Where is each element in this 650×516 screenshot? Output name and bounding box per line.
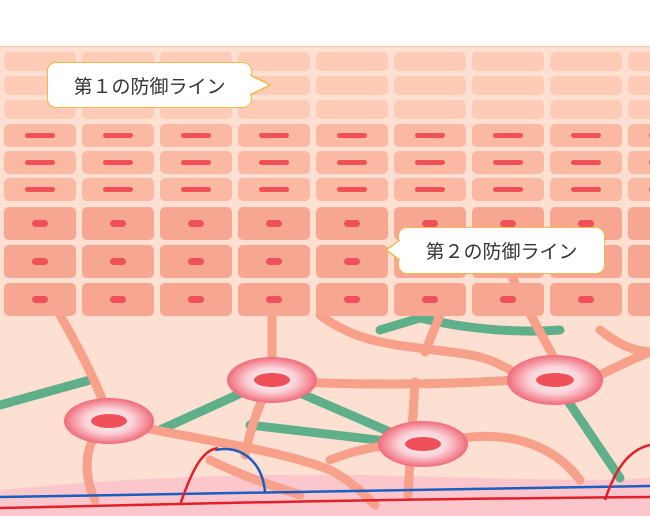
- immune-cell: [507, 355, 603, 405]
- cuboid-cell: [628, 124, 650, 147]
- immune-cell: [227, 357, 317, 403]
- flat-cell: [394, 76, 466, 95]
- cell-nucleus: [337, 133, 367, 138]
- cell-nucleus: [25, 160, 55, 165]
- cell-nucleus: [422, 220, 438, 227]
- callout-first-defense-line: 第１の防御ライン: [47, 62, 252, 108]
- cell-nucleus: [188, 296, 204, 303]
- capillaries: [0, 443, 650, 510]
- cell-nucleus: [32, 296, 48, 303]
- cell-nucleus: [181, 133, 211, 138]
- cell-nucleus: [259, 187, 289, 192]
- immune-cells: [64, 355, 603, 467]
- immune-cell: [378, 421, 468, 467]
- cell-nucleus: [110, 296, 126, 303]
- flat-cell: [394, 52, 466, 71]
- flat-cell: [238, 52, 310, 71]
- cell-nucleus: [266, 258, 282, 265]
- cuboid-cell-layer: [4, 124, 650, 201]
- capillary-blue: [0, 484, 650, 499]
- cell-nucleus: [103, 187, 133, 192]
- cell-nucleus: [415, 133, 445, 138]
- cell-nucleus: [188, 258, 204, 265]
- cell-nucleus: [181, 160, 211, 165]
- callout-second-defense-line-label: 第２の防御ライン: [425, 241, 578, 263]
- callout-first-defense-line-label: 第１の防御ライン: [73, 75, 226, 98]
- tall-cell: [628, 207, 650, 240]
- cell-nucleus: [578, 220, 594, 227]
- cell-nucleus: [344, 258, 360, 265]
- flat-cell: [550, 76, 622, 95]
- flat-cell: [628, 100, 650, 119]
- cell-nucleus: [32, 258, 48, 265]
- capillary-red-loop: [603, 443, 650, 501]
- flat-cell: [394, 100, 466, 119]
- flat-cell: [550, 100, 622, 119]
- cell-nucleus: [578, 296, 594, 303]
- cell-nucleus: [181, 187, 211, 192]
- cell-nucleus: [103, 160, 133, 165]
- cell-nucleus: [188, 220, 204, 227]
- flat-cell: [472, 76, 544, 95]
- callout-first-pointer: [250, 74, 272, 96]
- cell-nucleus: [571, 187, 601, 192]
- cell-nucleus: [337, 187, 367, 192]
- cell-nucleus: [422, 296, 438, 303]
- cell-nucleus: [103, 133, 133, 138]
- flat-cell: [550, 52, 622, 71]
- capillary-blue-loop: [214, 447, 267, 493]
- flat-cell: [628, 76, 650, 95]
- cell-nucleus: [337, 160, 367, 165]
- cell-nucleus: [259, 133, 289, 138]
- flat-cell: [316, 100, 388, 119]
- cell-nucleus: [493, 133, 523, 138]
- capillary-red-loop: [178, 446, 219, 506]
- cuboid-cell: [628, 178, 650, 201]
- callout-second-pointer: [384, 239, 400, 261]
- cell-nucleus: [500, 220, 516, 227]
- capillary-red: [0, 495, 650, 510]
- cell-nucleus: [415, 160, 445, 165]
- cell-nucleus: [571, 133, 601, 138]
- cell-nucleus: [110, 258, 126, 265]
- cell-nucleus: [266, 220, 282, 227]
- cell-nucleus: [344, 220, 360, 227]
- cell-nucleus: [32, 220, 48, 227]
- tall-cell: [628, 283, 650, 316]
- cuboid-cell: [628, 151, 650, 174]
- immune-cell: [64, 398, 154, 444]
- tall-cell: [628, 245, 650, 278]
- flat-cell: [472, 100, 544, 119]
- flat-cell: [316, 52, 388, 71]
- callout-second-defense-line: 第２の防御ライン: [398, 227, 605, 274]
- cell-nucleus: [25, 187, 55, 192]
- cell-nucleus: [25, 133, 55, 138]
- cell-nucleus: [110, 220, 126, 227]
- cell-nucleus: [571, 160, 601, 165]
- flat-cell: [316, 76, 388, 95]
- cell-nucleus: [493, 160, 523, 165]
- cell-nucleus: [259, 160, 289, 165]
- flat-cell: [472, 52, 544, 71]
- cell-nucleus: [493, 187, 523, 192]
- basement-layer: [0, 474, 650, 516]
- cell-nucleus: [415, 187, 445, 192]
- flat-cell: [238, 100, 310, 119]
- cell-nucleus: [344, 296, 360, 303]
- cell-nucleus: [500, 296, 516, 303]
- flat-cell: [628, 52, 650, 71]
- cell-nucleus: [266, 296, 282, 303]
